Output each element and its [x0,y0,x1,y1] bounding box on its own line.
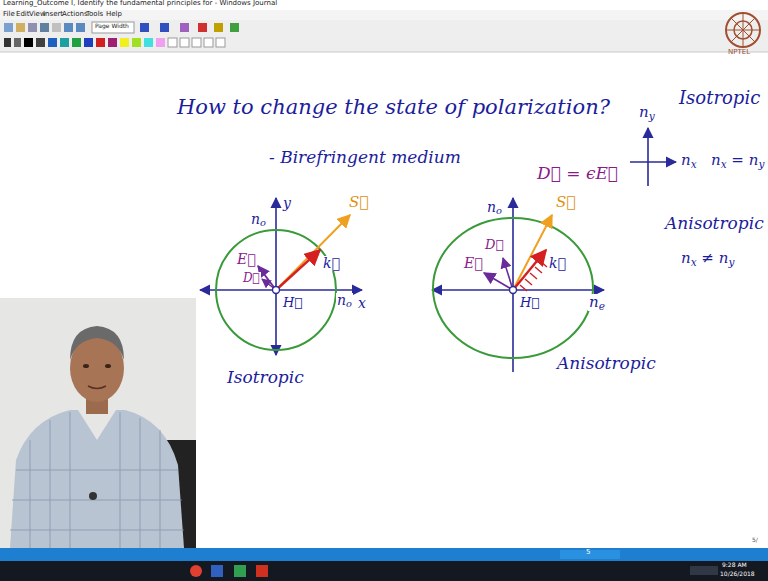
poynting-vector [513,215,552,290]
menu-item: Actions [62,11,88,19]
page-number: 5 [586,549,590,557]
menu-item: Tools [86,11,103,19]
wave-vector [513,250,546,290]
menu-item: File [3,11,15,19]
heading: How to change the state of polarization? [176,96,611,119]
vector-label: k⃗ [548,256,567,271]
vector-label: S⃗ [555,194,576,211]
poynting-vector [276,215,350,290]
nptel-logo [726,13,760,47]
axis-label: ny [638,104,656,121]
toolbar [0,20,768,52]
equation: nx = ny [710,152,765,169]
menu-item: Insert [43,11,63,19]
title-bar [0,0,768,10]
h-field-dot [510,287,517,294]
figure-caption: Anisotropic [556,354,657,373]
toolbar-icons [4,22,239,33]
equation: nx ≠ ny [680,250,735,267]
equation: D⃗ = ϵE⃗ [536,164,619,183]
index-label: no [250,212,267,227]
vector-label: H⃗ [282,296,303,310]
note: Isotropic [678,88,761,108]
h-field-dot [273,287,280,294]
index-label: no [336,293,353,308]
menu-item: Help [106,11,122,19]
color-palette [4,38,225,47]
index-label: ne [588,294,606,311]
index-axes [630,128,676,186]
window-title: Learning_Outcome I, Identify the fundame… [3,0,277,8]
lecturer-video [0,298,196,548]
menu-bar [0,10,768,20]
index-label: no [486,200,503,215]
vector-label: S⃗ [348,194,369,211]
axis-label: nx [680,152,698,169]
axis-label: y [282,196,292,211]
isotropic-figure [200,198,362,355]
subheading: - Birefringent medium [268,148,462,167]
index-ellipse [433,218,593,358]
date: 10/26/2018 [720,571,755,578]
vector-label: k⃗ [322,256,341,271]
menu-item: Edit [16,11,30,19]
taskbar-icons [190,565,718,577]
note: Anisotropic [664,214,765,233]
toolbar-border [0,52,768,53]
vector-label: D⃗ [242,272,261,285]
hatching [520,261,547,291]
vector-label: H⃗ [519,296,540,310]
wave-vector [276,250,320,290]
taskbar [0,561,768,581]
figure-caption: Isotropic [226,368,305,387]
e-field-vector [484,273,513,290]
vector-label: D⃗ [484,238,504,252]
zoom-dropdown: Page Width [95,23,129,30]
anisotropic-figure [432,198,604,372]
vector-label: E⃗ [463,256,484,271]
page-count: 5/ [752,537,758,544]
clock: 9:28 AM [722,562,747,569]
axis-label: x [357,296,367,311]
logo-text: NPTEL [728,49,750,57]
status-bar [0,548,768,561]
vector-label: E⃗ [236,252,257,267]
